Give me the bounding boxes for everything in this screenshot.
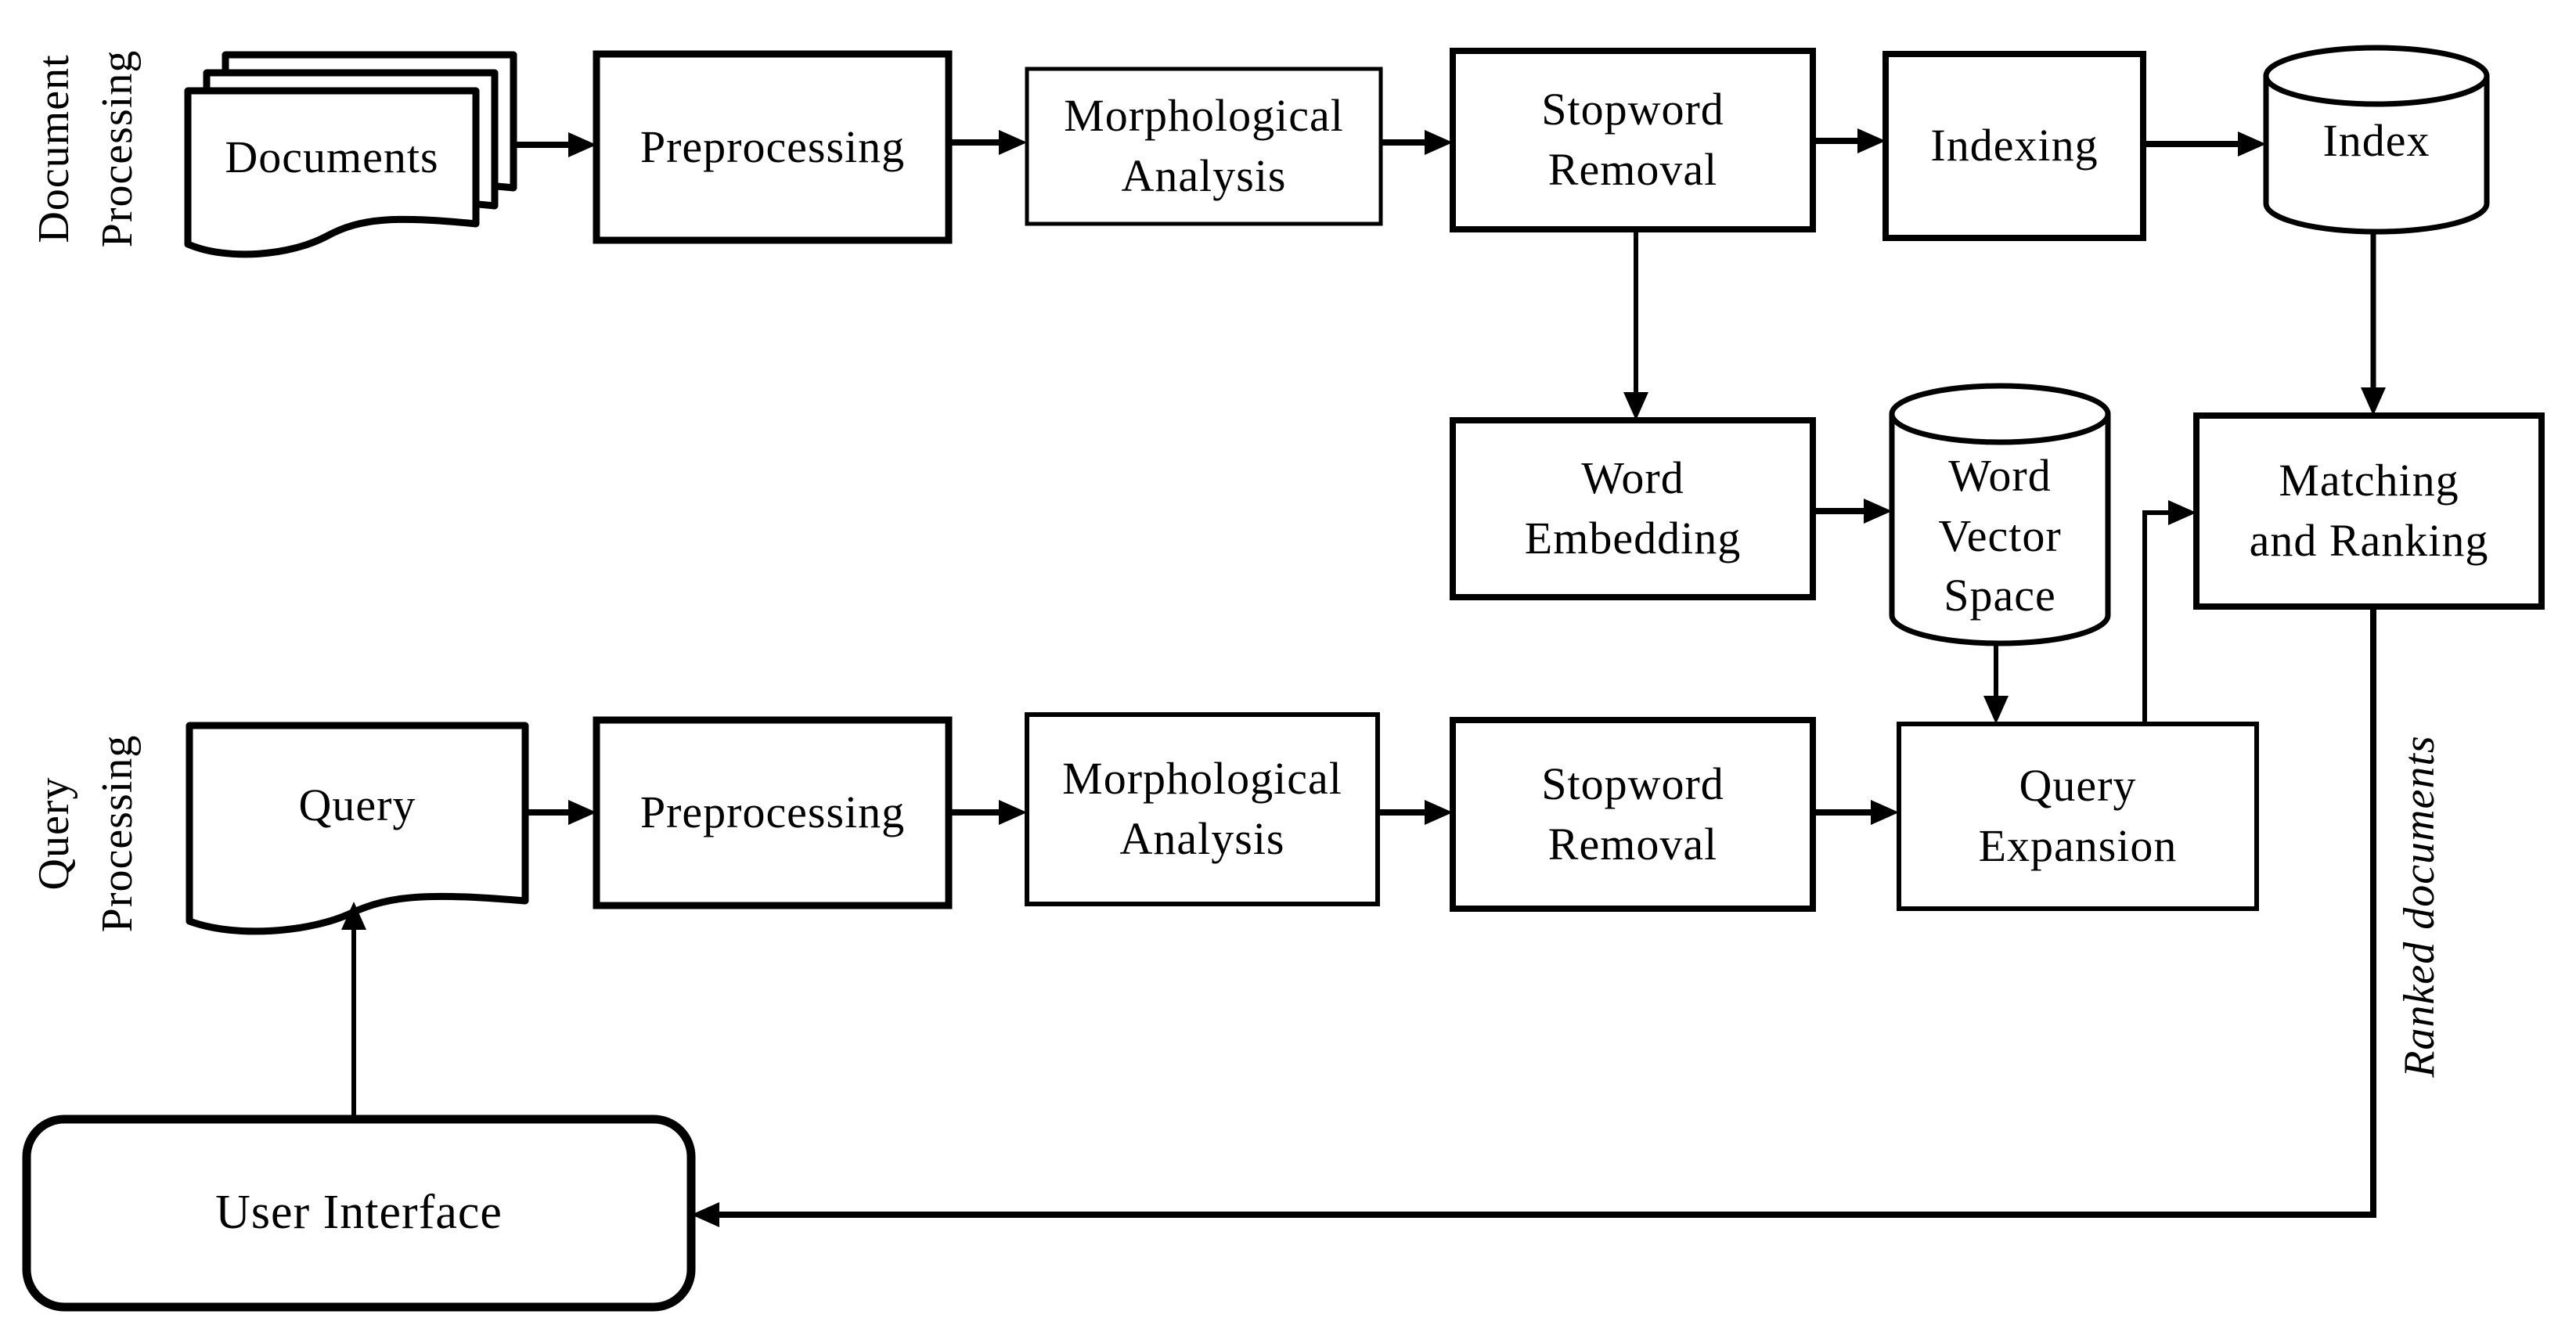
preprocessing-query-label: Preprocessing — [639, 787, 906, 838]
documents-sheet-front-shape — [184, 87, 480, 258]
stopword-removal-query-label: Stopword Removal — [1541, 758, 1724, 870]
word-embedding-box — [1450, 417, 1816, 600]
ranked-documents-label: Ranked documents — [2395, 735, 2444, 1078]
arrow-user-interface-to-query — [341, 902, 366, 1119]
morphological-analysis-query-label: Morphological Analysis — [1062, 753, 1342, 864]
arrow-index-to-matching — [2361, 232, 2386, 416]
user-interface-label: User Interface — [215, 1186, 503, 1240]
morphological-analysis-query-box — [1025, 712, 1380, 906]
index-store-label: Index — [2322, 114, 2430, 166]
user-interface-box — [22, 1115, 696, 1312]
query-expansion-label: Query Expansion — [1978, 760, 2178, 871]
arrow-preprocessing-to-morphological-doc — [949, 130, 1027, 155]
preprocessing-doc-label: Preprocessing — [639, 121, 906, 172]
indexing-label: Indexing — [1930, 120, 2099, 171]
preprocessing-query-box — [593, 716, 953, 909]
arrow-preprocessing-to-morphological-query — [949, 800, 1027, 825]
word-embedding-label: Word Embedding — [1524, 452, 1742, 564]
lane-label-document-processing: Document Processing — [29, 49, 142, 248]
query-expansion-box — [1897, 722, 2259, 911]
word-vector-space-cylinder-top — [1889, 383, 2111, 445]
arrow-vector-space-to-query-expansion — [1983, 642, 2009, 724]
morphological-analysis-doc-box — [1025, 67, 1383, 226]
query-label: Query — [298, 780, 416, 831]
arrow-matching-to-user-interface — [691, 607, 2376, 1227]
arrow-documents-to-preprocessing — [517, 132, 596, 157]
index-cylinder-body — [2263, 76, 2490, 235]
arrow-morphological-to-stopword-query — [1378, 800, 1453, 825]
preprocessing-doc-box — [593, 50, 953, 244]
arrow-query-to-preprocessing — [525, 800, 596, 825]
arrow-query-expansion-to-matching — [2142, 500, 2196, 724]
arrow-stopword-to-word-embedding — [1623, 229, 1648, 420]
stopword-removal-doc-label: Stopword Removal — [1541, 84, 1724, 195]
arrow-word-embedding-to-vector-space — [1813, 499, 1892, 524]
arrow-stopword-to-query-expansion — [1813, 800, 1899, 825]
documents-label: Documents — [225, 131, 439, 182]
arrow-morphological-to-stopword-doc — [1381, 130, 1453, 155]
morphological-analysis-doc-label: Morphological Analysis — [1064, 90, 1344, 201]
index-cylinder-top — [2263, 45, 2490, 107]
word-vector-space-cylinder-body — [1889, 414, 2111, 646]
arrow-stopword-to-indexing — [1813, 128, 1886, 153]
word-vector-space-label: Word Vector Space — [1938, 450, 2062, 621]
matching-and-ranking-label: Matching and Ranking — [2249, 455, 2489, 566]
matching-and-ranking-box — [2193, 412, 2545, 610]
arrow-indexing-to-index — [2143, 131, 2266, 157]
lane-label-query-processing: Query Processing — [29, 734, 142, 933]
